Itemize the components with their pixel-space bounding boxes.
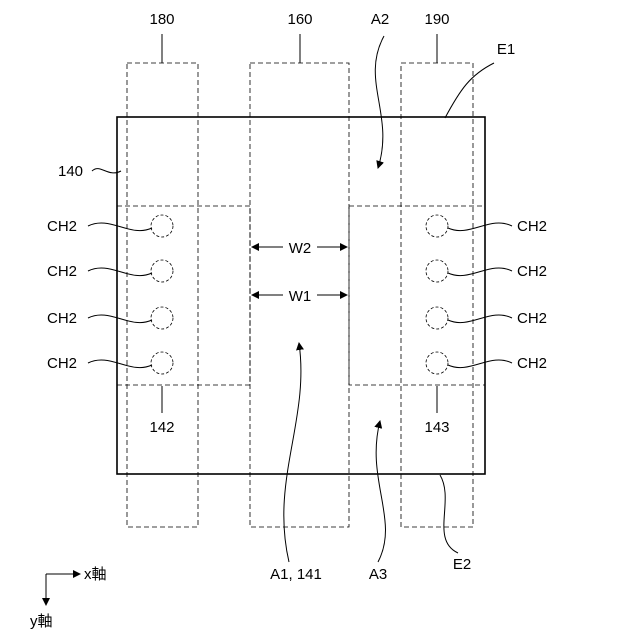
left-active-region [117,206,250,385]
label-a1-141: A1, 141 [270,566,322,583]
leader-ch2-left-3 [88,315,152,323]
label-ch2-right-2: CH2 [517,263,547,280]
label-x-axis: x軸 [84,566,107,583]
leader-ch2-left-4 [88,360,152,368]
contact-ch2-left-3 [151,307,173,329]
label-e2: E2 [453,556,471,573]
leader-a1 [284,343,301,562]
leader-a2 [375,36,384,168]
label-160: 160 [287,11,312,28]
label-ch2-right-4: CH2 [517,355,547,372]
label-ch2-left-3: CH2 [47,310,77,327]
label-y-axis: y軸 [30,613,53,630]
label-ch2-right-1: CH2 [517,218,547,235]
leader-a3 [376,421,385,562]
contact-ch2-right-2 [426,260,448,282]
label-ch2-left-2: CH2 [47,263,77,280]
leader-e1 [445,63,494,118]
label-140: 140 [58,163,83,180]
label-a3: A3 [369,566,387,583]
leader-e2 [440,475,458,553]
label-180: 180 [149,11,174,28]
label-190: 190 [424,11,449,28]
leader-ch2-right-4 [448,360,512,368]
leader-ch2-right-2 [448,268,512,276]
strip-190 [401,63,473,527]
contact-ch2-left-1 [151,215,173,237]
strip-180 [127,63,198,527]
label-w1: W1 [289,288,312,305]
label-ch2-left-1: CH2 [47,218,77,235]
contact-ch2-right-4 [426,352,448,374]
label-a2: A2 [371,11,389,28]
leader-ch2-left-1 [88,223,152,231]
leader-ch2-right-1 [448,223,512,231]
label-142: 142 [149,419,174,436]
contact-ch2-right-1 [426,215,448,237]
label-ch2-left-4: CH2 [47,355,77,372]
right-active-region [349,206,485,385]
contact-ch2-left-4 [151,352,173,374]
label-143: 143 [424,419,449,436]
leader-ch2-right-3 [448,315,512,323]
contact-ch2-right-3 [426,307,448,329]
leader-ch2-left-2 [88,268,152,276]
contact-ch2-left-2 [151,260,173,282]
label-e1: E1 [497,41,515,58]
label-ch2-right-3: CH2 [517,310,547,327]
label-w2: W2 [289,240,312,257]
